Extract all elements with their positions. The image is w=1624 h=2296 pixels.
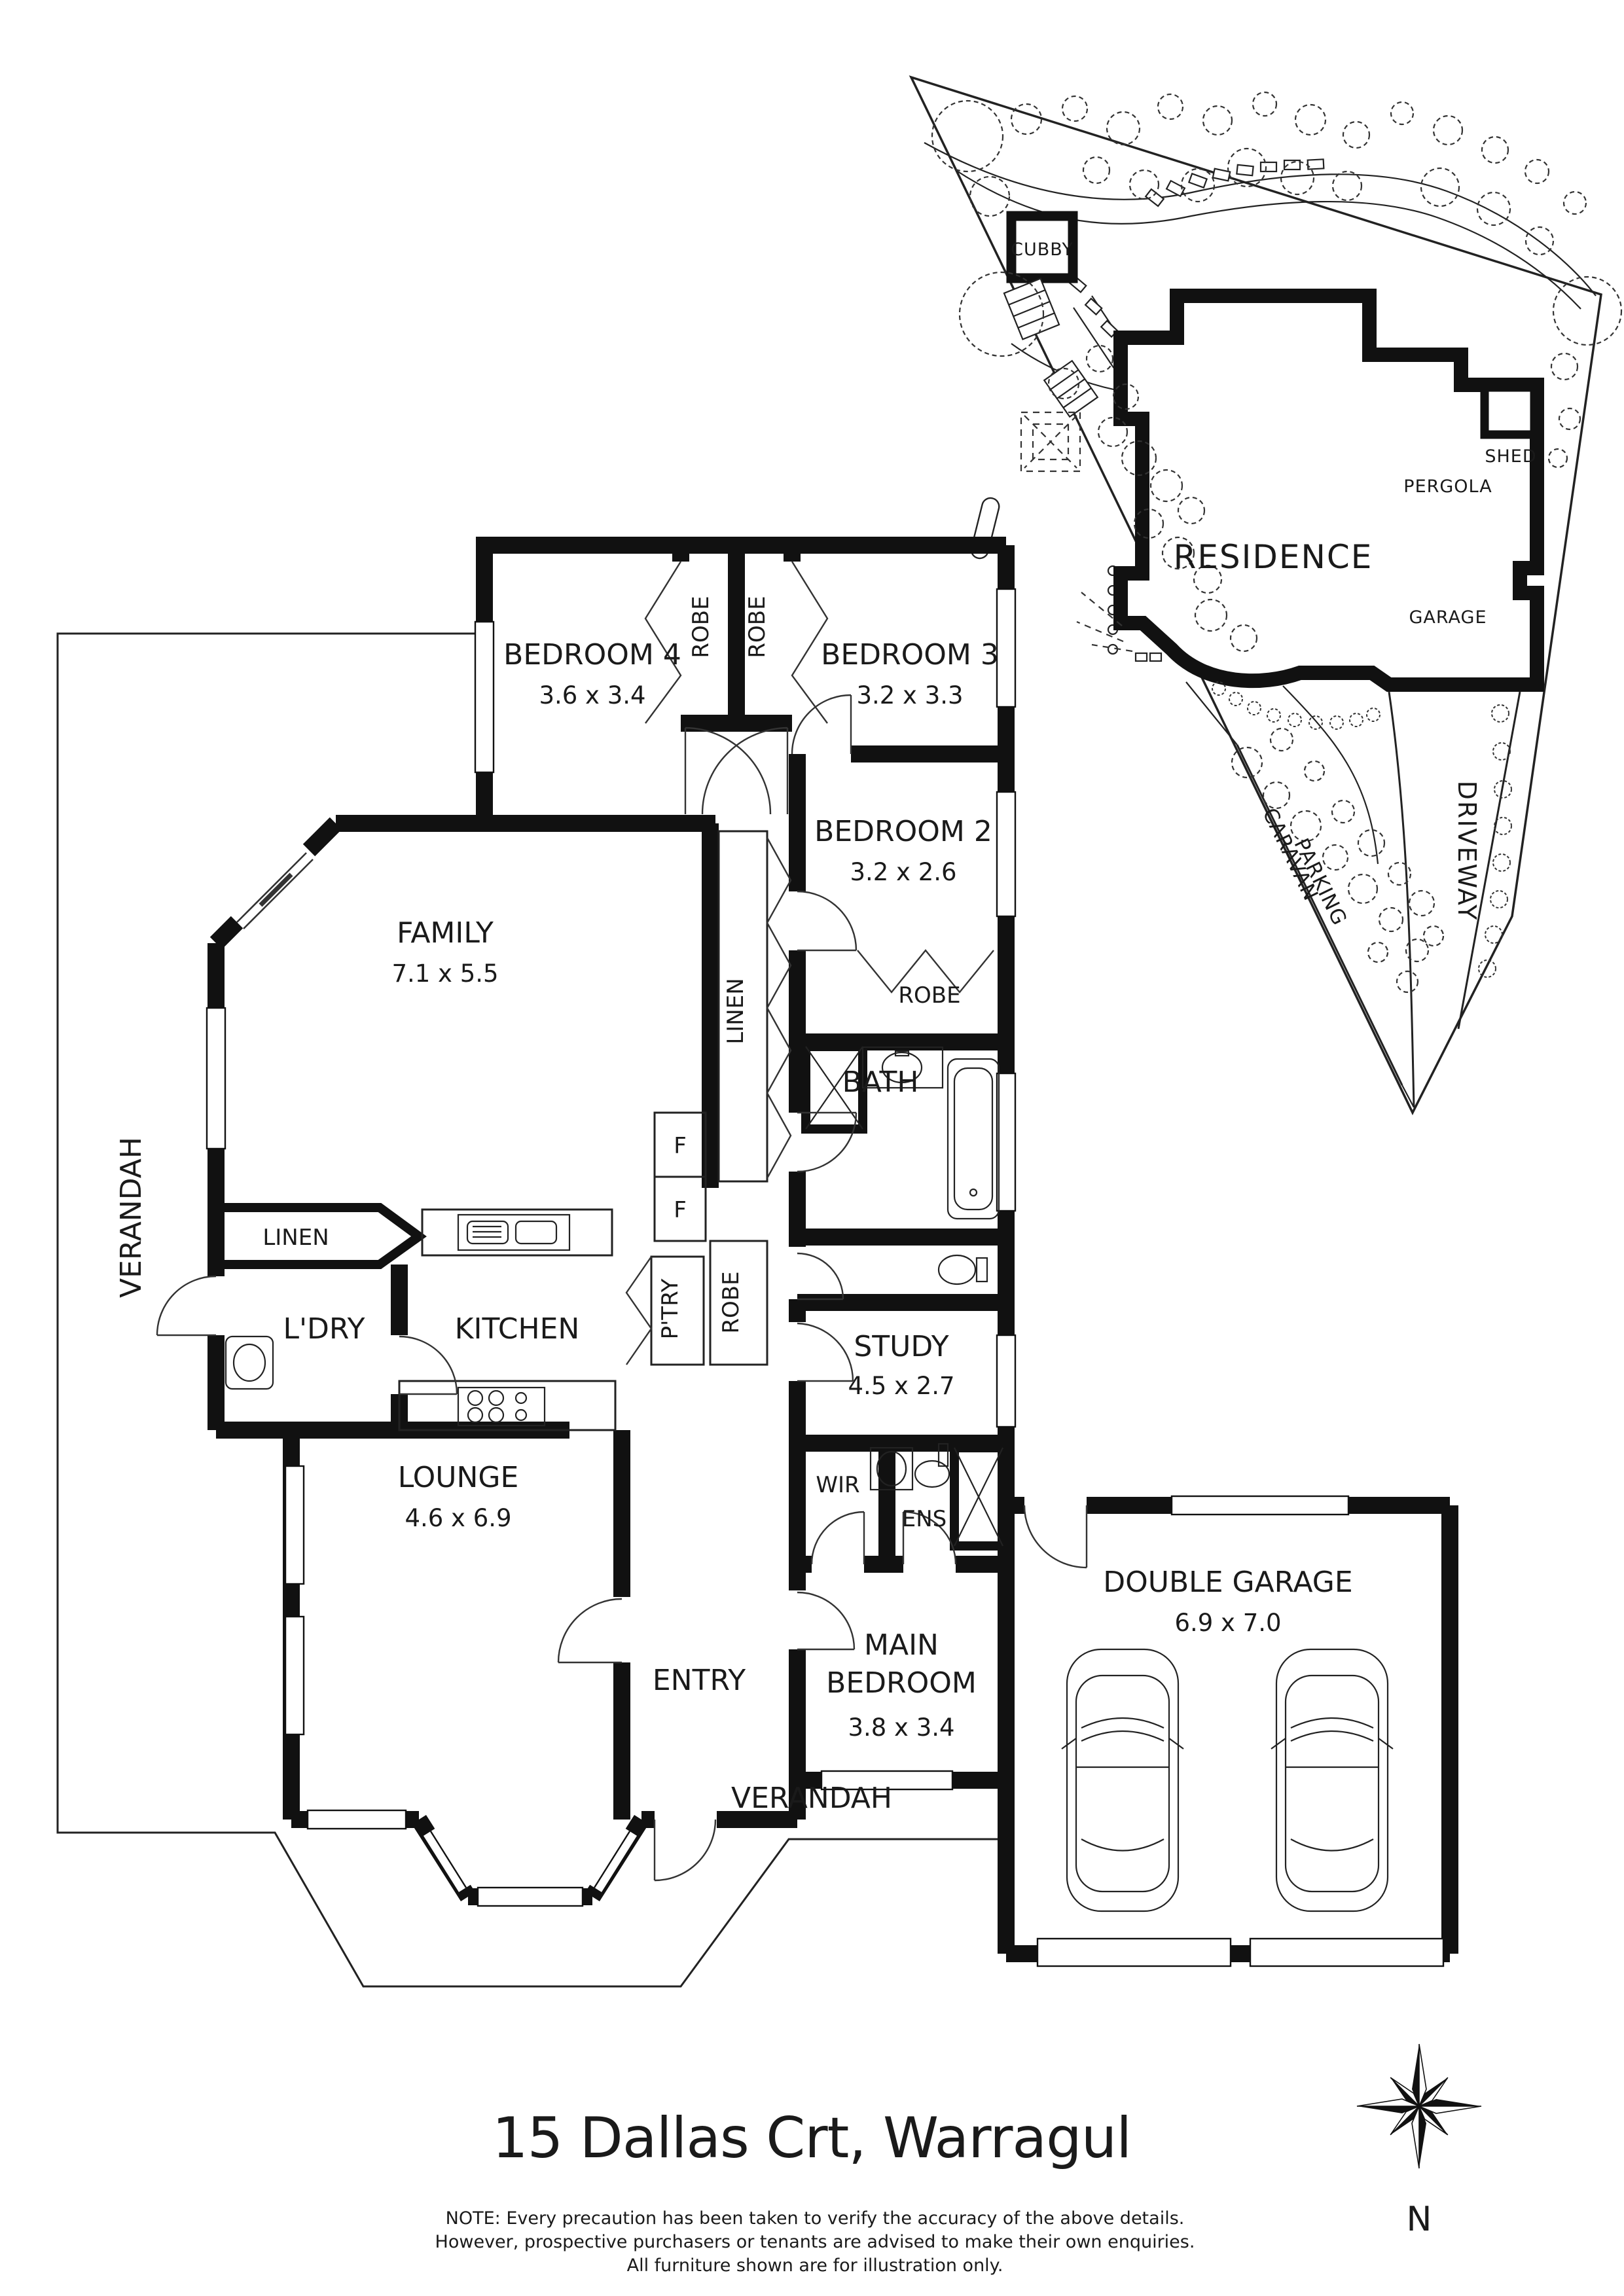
shed-label: SHED	[1485, 446, 1536, 467]
wir-label: WIR	[816, 1472, 859, 1498]
double-garage-label: DOUBLE GARAGE	[1103, 1566, 1352, 1599]
entry-label: ENTRY	[653, 1664, 746, 1697]
linen-hall-closet	[717, 830, 768, 1183]
ens-vanity-icon	[869, 1446, 914, 1491]
pergola-label: PERGOLA	[1403, 476, 1492, 497]
linen-kitchen-label: LINEN	[262, 1225, 329, 1251]
note-line3: All furniture shown are for illustration…	[627, 2255, 1003, 2276]
bath-vanity-icon	[861, 1046, 944, 1089]
trees	[931, 91, 1623, 994]
linen-kitchen-closet	[213, 1203, 427, 1269]
site-steps	[970, 278, 1099, 560]
linen-hall-label: LINEN	[723, 978, 749, 1044]
robe-bed4-label: ROBE	[688, 596, 714, 658]
kitchen-sink-icon	[457, 1213, 571, 1251]
ens-label: ENS	[902, 1506, 947, 1532]
bedroom2-label: BEDROOM 2	[814, 815, 992, 848]
north-label: N	[1407, 2200, 1432, 2239]
family-dims: 7.1 x 5.5	[391, 960, 498, 988]
study-label: STUDY	[854, 1330, 948, 1363]
bedroom4-label: BEDROOM 4	[503, 638, 681, 672]
bedroom3-label: BEDROOM 3	[821, 638, 999, 672]
stove-icon	[457, 1386, 546, 1427]
caravan-parking-edge	[1236, 744, 1403, 1086]
family-label: FAMILY	[397, 916, 494, 950]
robe-bed2-label: ROBE	[898, 982, 960, 1009]
compass-rose-icon	[1356, 2043, 1482, 2169]
site-boundary	[909, 75, 1602, 1115]
door-arcs	[156, 694, 1088, 1882]
double-garage-dims: 6.9 x 7.0	[1174, 1609, 1281, 1637]
study-dims: 4.5 x 2.7	[848, 1372, 954, 1400]
shed-structure	[1480, 383, 1539, 439]
hall-robe-closet	[709, 1240, 768, 1366]
laundry-label: L'DRY	[283, 1312, 365, 1346]
driveway-edge-left	[1388, 691, 1415, 1108]
fridge2-label: F	[674, 1197, 687, 1223]
driveway-edge-right	[1457, 691, 1521, 1030]
pantry-closet	[650, 1255, 705, 1366]
main-bedroom-label-2: BEDROOM	[826, 1666, 977, 1700]
robe-hall-label: ROBE	[718, 1271, 744, 1333]
driveway-label: DRIVEWAY	[1453, 781, 1481, 922]
main-bedroom-label-1: MAIN	[864, 1628, 939, 1662]
site-plan: CUBBY	[909, 75, 1623, 1115]
residence-label: RESIDENCE	[1174, 538, 1373, 576]
fridge-2	[653, 1175, 707, 1242]
site-dashed-square	[1020, 411, 1081, 473]
fridge1-label: F	[674, 1133, 687, 1159]
ptry-label: P'TRY	[657, 1278, 683, 1339]
kitchen-bench	[398, 1380, 617, 1431]
lounge-dims: 4.6 x 6.9	[405, 1504, 511, 1532]
lounge-label: LOUNGE	[398, 1461, 519, 1494]
robe-bed3-label: ROBE	[744, 596, 770, 658]
site-garage-label: GARAGE	[1409, 607, 1487, 628]
ens-shower-icon	[950, 1443, 1007, 1551]
windows	[206, 588, 1445, 1967]
car-icon-1	[1061, 1648, 1184, 1912]
driveway-shrubs	[1478, 704, 1512, 978]
kitchen-label: KITCHEN	[455, 1312, 580, 1346]
bifold-doors	[625, 561, 994, 1365]
note-line2: However, prospective purchasers or tenan…	[435, 2232, 1195, 2252]
bedroom4-dims: 3.6 x 3.4	[539, 681, 645, 709]
main-floor-plan: BEDROOM 4 3.6 x 3.4 BEDROOM 3 3.2 x 3.3 …	[56, 537, 1458, 1988]
main-bedroom-dims: 3.8 x 3.4	[848, 1713, 954, 1742]
wc-toilet-icon	[937, 1254, 988, 1285]
laundry-tub-icon	[225, 1335, 274, 1390]
kitchen-island	[421, 1208, 613, 1257]
bedroom2-dims: 3.2 x 2.6	[850, 858, 956, 886]
verandah-left-label: VERANDAH	[115, 1137, 148, 1298]
bath-label: BATH	[842, 1066, 919, 1099]
verandah-bottom-label: VERANDAH	[731, 1782, 892, 1815]
stepping-stones	[1068, 158, 1325, 338]
cubby-label: CUBBY	[1011, 240, 1074, 260]
ens-toilet-icon	[914, 1443, 950, 1488]
cubby-structure	[1006, 211, 1078, 283]
car-icon-2	[1271, 1648, 1394, 1912]
bedroom3-dims: 3.2 x 3.3	[856, 681, 963, 709]
note-line1: NOTE: Every precaution has been taken to…	[446, 2208, 1185, 2229]
verandah-outline	[56, 632, 1001, 1988]
residence-outline	[1113, 289, 1544, 692]
bathtub-icon	[947, 1058, 1000, 1220]
page-title: 15 Dallas Crt, Warragul	[492, 2106, 1131, 2171]
shrub-arc	[1212, 681, 1380, 730]
